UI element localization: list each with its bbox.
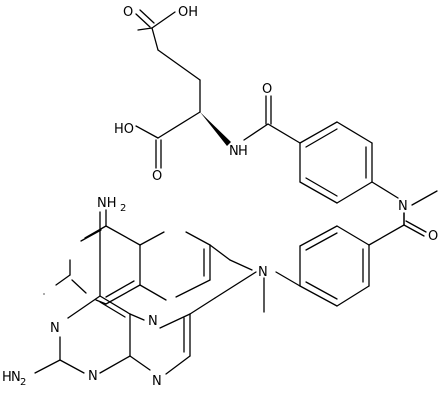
atom-nh-n: N bbox=[229, 144, 239, 159]
atom-oh-left: HO bbox=[114, 122, 134, 137]
atom-nh2-bottom-h: H bbox=[2, 370, 12, 385]
atom-o-left: O bbox=[152, 169, 162, 184]
atom-o-amide2: O bbox=[428, 229, 438, 244]
atom-pteridine-n1: N bbox=[50, 321, 60, 336]
atom-labels: OH O HO O N H O N O N NH 2 H N 2 N N N N bbox=[2, 5, 438, 389]
atom-pteridine-n4: N bbox=[152, 374, 162, 389]
atom-nh2-top-sub: 2 bbox=[120, 203, 126, 214]
atom-pteridine-n3: N bbox=[148, 314, 158, 329]
atom-oh-top: OH bbox=[178, 5, 198, 20]
atom-nh2-bottom-n: N bbox=[11, 370, 21, 385]
atom-n-methyl1: N bbox=[398, 199, 408, 214]
atom-o-amide1: O bbox=[262, 82, 272, 97]
atom-nh2-bottom-sub: 2 bbox=[20, 377, 26, 388]
atom-n-methyl2: N bbox=[258, 265, 268, 280]
atom-o-top: O bbox=[123, 5, 133, 20]
atom-nh2-top: NH bbox=[97, 196, 117, 211]
atom-pteridine-n2: N bbox=[88, 369, 98, 384]
atom-nh-h: H bbox=[238, 144, 248, 159]
bond-lines-lower bbox=[34, 211, 257, 375]
bond-lines bbox=[43, 9, 438, 313]
